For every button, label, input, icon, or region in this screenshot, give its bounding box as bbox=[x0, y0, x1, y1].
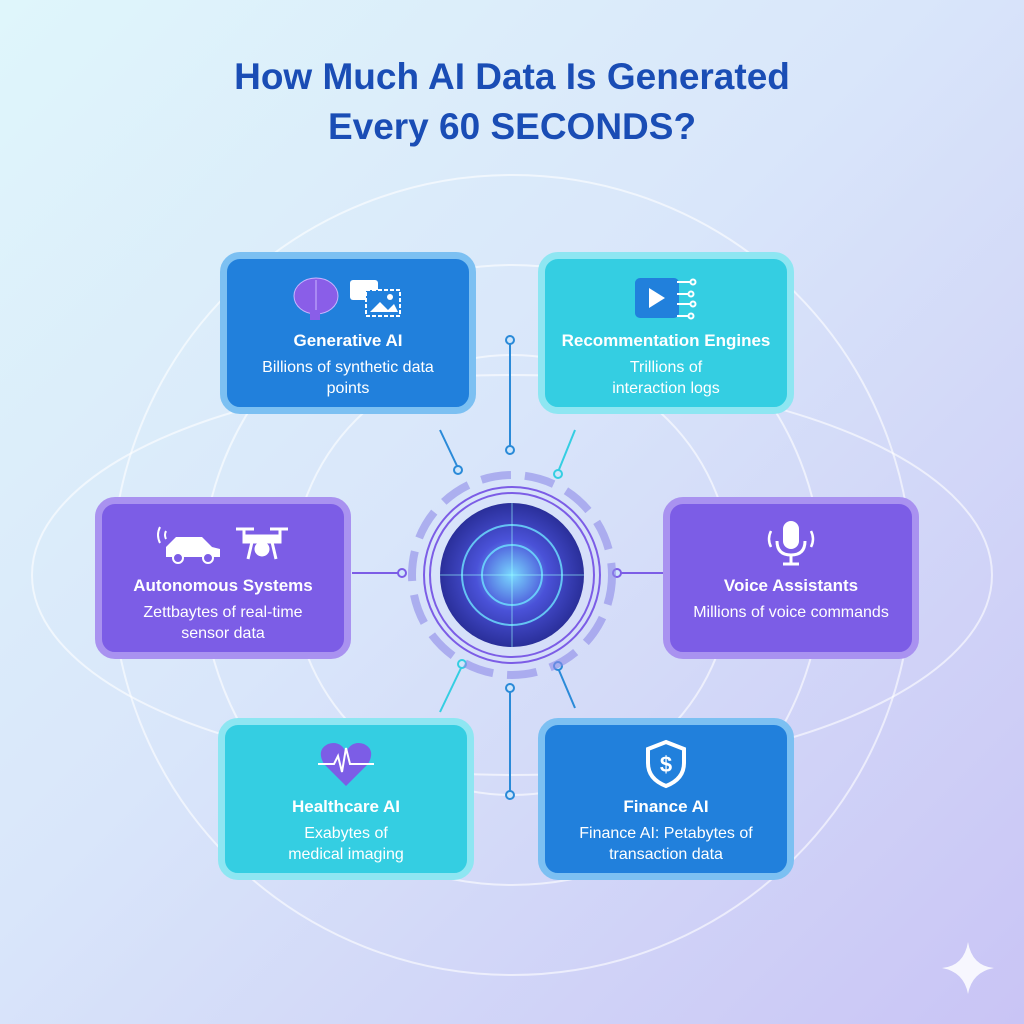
shield-dollar-icon: $ bbox=[646, 739, 686, 789]
card-title: Healthcare AI bbox=[291, 797, 401, 816]
card-voice-assistants: Voice Assistants Millions of voice comma… bbox=[663, 497, 919, 659]
play-network-icon bbox=[635, 278, 697, 320]
card-title: Autonomous Systems bbox=[133, 576, 313, 595]
card-title: Generative AI bbox=[293, 331, 403, 350]
card-healthcare-ai: Healthcare AI Exabytes of medical imagin… bbox=[218, 718, 474, 880]
brain-icon bbox=[293, 277, 339, 320]
card-description: Finance AI: Petabytes of transaction dat… bbox=[579, 825, 753, 863]
card-generative-ai: Generative AI Billions of synthetic data… bbox=[220, 252, 476, 414]
car-icon bbox=[157, 526, 220, 564]
title-line-2: Every 60 SECONDS? bbox=[327, 106, 697, 147]
card-description: Exabytes of medical imaging bbox=[288, 825, 404, 863]
central-data-orb bbox=[408, 471, 616, 679]
card-finance-ai: $ Finance AI Finance AI: Petabytes of tr… bbox=[538, 718, 794, 880]
card-autonomous-systems: Autonomous Systems Zettbaytes of real-ti… bbox=[95, 497, 351, 659]
heart-pulse-icon bbox=[318, 743, 374, 786]
svg-text:$: $ bbox=[660, 752, 672, 777]
image-chat-icon bbox=[350, 280, 401, 317]
card-title: Finance AI bbox=[623, 797, 709, 816]
microphone-icon bbox=[767, 521, 815, 566]
card-description: Trillions of interaction logs bbox=[612, 359, 720, 397]
card-title: Recommentation Engines bbox=[561, 331, 771, 350]
card-recommendation-engines: Recommentation Engines Trillions of inte… bbox=[538, 252, 794, 414]
card-description: Millions of voice commands bbox=[693, 604, 889, 621]
drone-icon bbox=[236, 527, 288, 560]
connector-lines bbox=[352, 335, 663, 800]
card-description: Zettbaytes of real-time sensor data bbox=[143, 604, 303, 642]
card-title: Voice Assistants bbox=[723, 576, 859, 595]
title-line-1: How Much AI Data Is Generated bbox=[234, 56, 790, 97]
sparkle-icon bbox=[942, 942, 994, 994]
page-title: How Much AI Data Is Generated Every 60 S… bbox=[0, 52, 1024, 152]
card-description: Billions of synthetic data points bbox=[262, 359, 434, 397]
